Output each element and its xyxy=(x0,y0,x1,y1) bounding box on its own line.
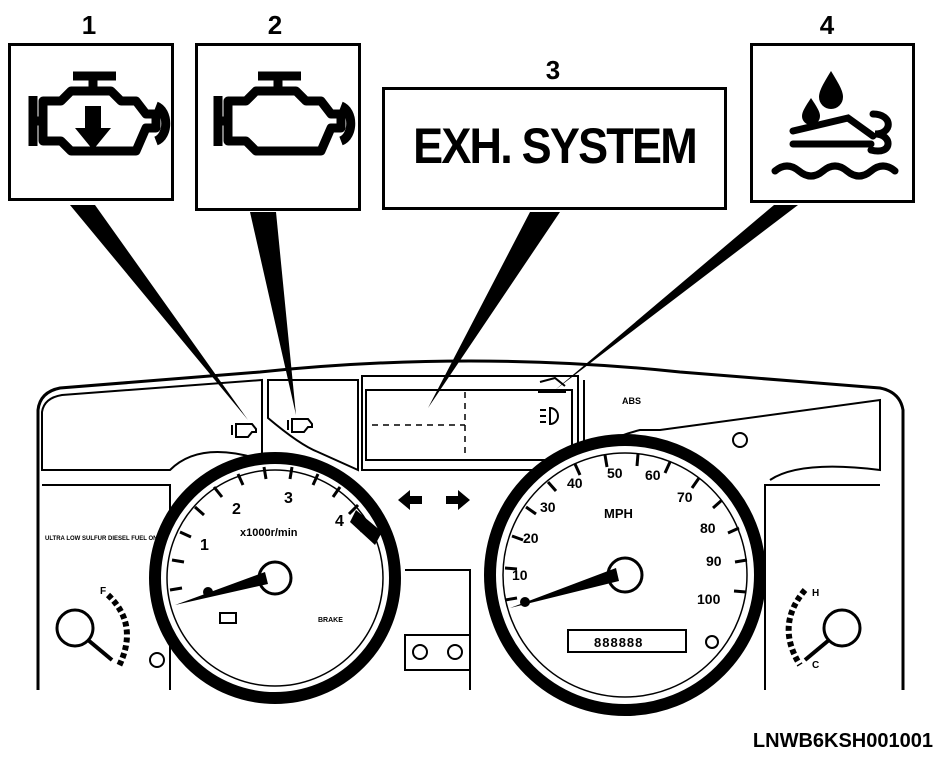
callout-box-2 xyxy=(195,43,361,211)
tachometer-ticks xyxy=(169,466,371,592)
callout-number-2: 2 xyxy=(267,10,283,40)
speed-label-90: 90 xyxy=(706,553,722,569)
tach-label-2: 2 xyxy=(232,501,241,518)
speed-label-70: 70 xyxy=(677,489,693,505)
tach-label-3: 3 xyxy=(284,490,293,507)
engine-check-lamp-1-icon xyxy=(231,423,257,438)
engine-check-lamp-2-icon xyxy=(287,418,313,433)
leader-line-2 xyxy=(250,212,296,415)
temperature-gauge xyxy=(705,588,862,667)
leader-line-4 xyxy=(555,205,798,390)
callout-number-1: 1 xyxy=(81,10,97,40)
brake-lamp-icon xyxy=(732,432,748,448)
brake-label: BRAKE xyxy=(318,617,343,624)
tachometer-needle xyxy=(175,572,268,605)
speed-label-60: 60 xyxy=(645,467,661,483)
speed-label-30: 30 xyxy=(540,499,556,515)
reference-code: LNWB6KSH001001 xyxy=(752,730,933,752)
tach-unit: x1000r/min xyxy=(240,527,298,539)
speed-label-40: 40 xyxy=(567,475,583,491)
tach-label-4: 4 xyxy=(335,513,344,530)
warning-lamps xyxy=(219,376,748,624)
message-display xyxy=(365,389,573,461)
headlight-lamp-icon xyxy=(540,406,559,426)
abs-label: ABS xyxy=(622,396,641,406)
speed-label-10: 10 xyxy=(512,567,528,583)
speed-label-100: 100 xyxy=(697,591,721,607)
odometer-value: 888888 xyxy=(594,635,643,650)
callout-number-4: 4 xyxy=(819,10,835,40)
indicator-left xyxy=(412,644,428,660)
odometer-display xyxy=(567,629,687,653)
speedometer-needle xyxy=(510,568,619,608)
coolant-temperature-icon xyxy=(771,71,899,180)
callout-box-3: EXH. SYSTEM xyxy=(382,87,727,210)
fuel-gauge xyxy=(55,592,165,670)
engine-check-icon xyxy=(213,71,356,156)
engine-check-arrow-icon xyxy=(28,71,171,156)
callout-number-3: 3 xyxy=(545,55,561,85)
indicator-right xyxy=(447,644,463,660)
speed-label-20: 20 xyxy=(523,530,539,546)
speed-label-80: 80 xyxy=(700,520,716,536)
leader-line-3 xyxy=(428,212,560,408)
battery-lamp-icon xyxy=(219,612,237,624)
tachometer xyxy=(149,452,401,704)
callout-box-4 xyxy=(750,43,915,203)
speedometer xyxy=(484,434,766,716)
tach-label-1: 1 xyxy=(200,537,209,554)
leader-line-1 xyxy=(70,205,248,420)
temp-cold-label: C xyxy=(812,660,819,671)
speed-unit: MPH xyxy=(604,506,633,521)
fuel-note: ULTRA LOW SULFUR DIESEL FUEL ONLY xyxy=(45,536,165,542)
right-turn-arrow-icon xyxy=(446,490,470,510)
callout-box-1 xyxy=(8,43,174,201)
temp-hot-label: H xyxy=(812,588,819,599)
left-turn-arrow-icon xyxy=(398,490,422,510)
coolant-lamp-icon xyxy=(538,376,566,393)
exh-system-label: EXH. SYSTEM xyxy=(413,118,698,174)
speed-label-50: 50 xyxy=(607,465,623,481)
speedometer-ticks xyxy=(504,453,748,602)
fuel-full-label: F xyxy=(100,586,106,597)
